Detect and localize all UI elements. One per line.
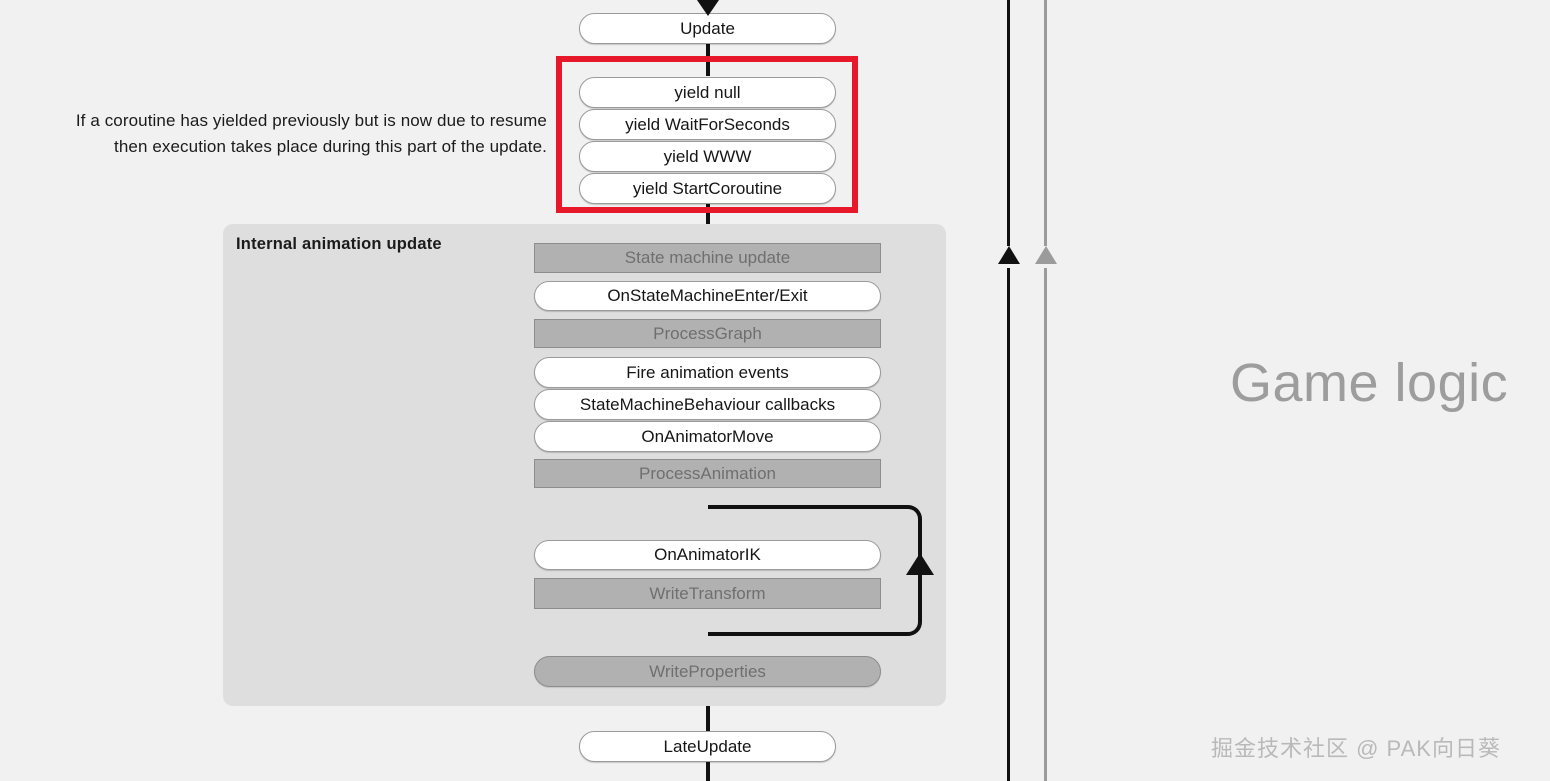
node-processgraph[interactable]: ProcessGraph: [534, 319, 881, 348]
flow-spine-j: [706, 686, 710, 731]
game-logic-lane-black-upper: [1007, 0, 1010, 246]
flow-spine-bottom: [706, 762, 710, 781]
node-yield-startcoroutine[interactable]: yield StartCoroutine: [579, 173, 836, 204]
game-logic-lane-black: [1007, 268, 1010, 781]
internal-animation-update-title: Internal animation update: [236, 235, 442, 253]
node-onanimatorik[interactable]: OnAnimatorIK: [534, 540, 881, 570]
node-statemachinebehaviour-callbacks[interactable]: StateMachineBehaviour callbacks: [534, 389, 881, 420]
game-logic-lane-black-arrow-icon: [998, 246, 1020, 264]
node-onanimatormove[interactable]: OnAnimatorMove: [534, 421, 881, 452]
node-processanimation[interactable]: ProcessAnimation: [534, 459, 881, 488]
node-state-machine-update[interactable]: State machine update: [534, 243, 881, 273]
game-logic-lane-gray-arrow-icon: [1035, 246, 1057, 264]
node-fire-animation-events[interactable]: Fire animation events: [534, 357, 881, 388]
node-writetransform[interactable]: WriteTransform: [534, 578, 881, 609]
node-update[interactable]: Update: [579, 13, 836, 44]
node-writeproperties[interactable]: WriteProperties: [534, 656, 881, 687]
node-yield-null[interactable]: yield null: [579, 77, 836, 108]
node-onstatemachineenter-exit[interactable]: OnStateMachineEnter/Exit: [534, 281, 881, 311]
watermark-label: 掘金技术社区 @ PAK向日葵: [1211, 736, 1501, 761]
ik-loop-arrow-icon: [906, 553, 934, 575]
coroutine-note: If a coroutine has yielded previously bu…: [75, 111, 547, 157]
ik-feedback-loop: [708, 505, 922, 636]
node-lateupdate[interactable]: LateUpdate: [579, 731, 836, 762]
game-logic-lane-gray: [1044, 268, 1047, 781]
arrow-into-update-icon: [697, 0, 719, 16]
node-yield-www[interactable]: yield WWW: [579, 141, 836, 172]
node-yield-waitforseconds[interactable]: yield WaitForSeconds: [579, 109, 836, 140]
game-logic-lane-gray-upper: [1044, 0, 1047, 246]
game-logic-label: Game logic: [1230, 353, 1509, 413]
coroutine-highlight-box: [556, 56, 858, 213]
